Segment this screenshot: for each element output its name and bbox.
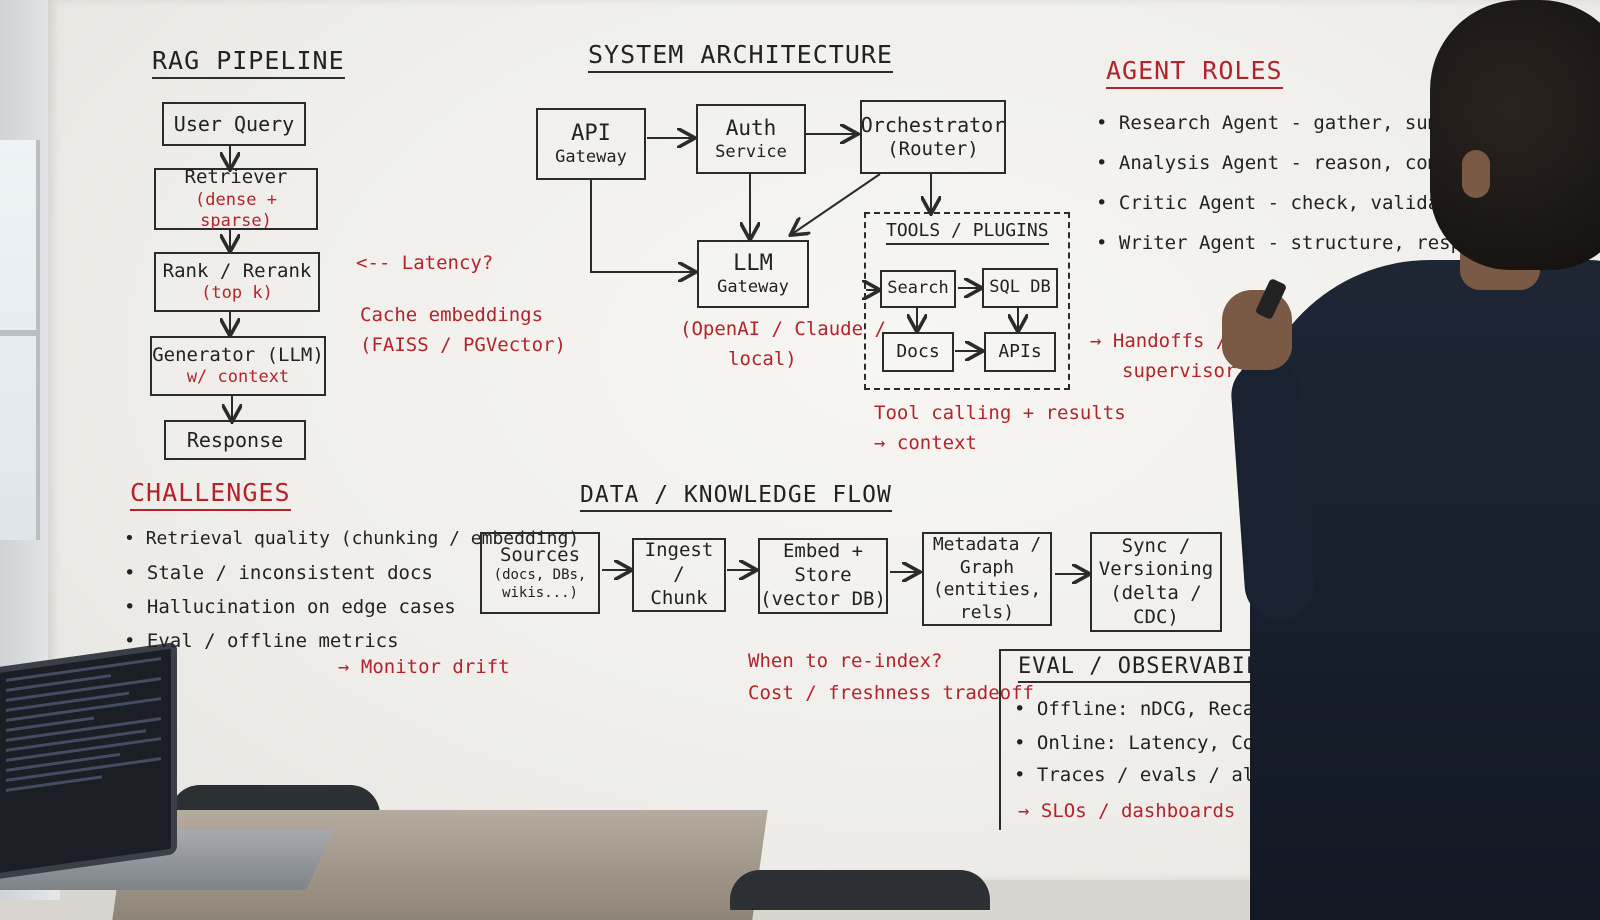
box-label: Versioning <box>1098 558 1214 581</box>
box-label: Chunk <box>650 586 708 609</box>
eval-item-text: Traces / evals / alerts <box>1036 764 1300 786</box>
rag-step-generator: Generator (LLM) w/ context <box>150 336 326 396</box>
tools-plugins-group <box>864 212 1070 390</box>
box-label: Graph <box>959 556 1015 578</box>
laptop-screen <box>0 641 177 881</box>
box-label: Auth <box>725 116 777 141</box>
llm-providers-note-2: local) <box>728 348 797 370</box>
person-ear <box>1462 150 1490 198</box>
box-label: API <box>571 120 611 146</box>
person-hand <box>1222 290 1292 370</box>
agent-item-research: • Research Agent - gather, summarize, <box>1096 112 1520 134</box>
flow-metadata-box: Metadata / Graph (entities, rels) <box>922 532 1052 626</box>
challenge-item: • Hallucination on edge cases <box>124 596 456 618</box>
box-label: Service <box>715 141 787 162</box>
reindex-note: When to re-index? <box>748 650 943 672</box>
rag-step-retriever: Retriever (dense + sparse) <box>154 165 318 231</box>
tool-docs-box: Docs <box>882 332 954 372</box>
auth-service-box: Auth Service <box>696 104 806 174</box>
rag-step-rank: Rank / Rerank (top k) <box>154 252 320 312</box>
challenge-item-text: Eval / offline metrics <box>146 630 399 652</box>
box-label: (vector DB) <box>760 587 886 610</box>
tool-search-box: Search <box>880 270 956 308</box>
challenges-title: CHALLENGES <box>130 478 291 511</box>
box-label: Embed + Store <box>782 540 864 587</box>
box-label: Search <box>887 278 949 299</box>
slo-note: → SLOs / dashboards <box>1018 800 1236 822</box>
flow-sync-box: Sync / Versioning (delta / CDC) <box>1090 532 1222 632</box>
agent-item-text: Writer Agent - structure, respond <box>1118 232 1497 254</box>
box-label: Metadata / <box>932 534 1042 555</box>
flow-embed-box: Embed + Store (vector DB) <box>758 538 888 614</box>
box-label: (delta / CDC) <box>1110 582 1202 628</box>
flow-sources-box: Sources (docs, DBs, wikis...) <box>480 532 600 614</box>
handoff-note-2: supervisor? <box>1122 360 1248 382</box>
challenge-item-text: Hallucination on edge cases <box>146 596 456 618</box>
latency-note: <-- Latency? <box>356 252 494 274</box>
tool-calling-note: Tool calling + results <box>874 402 1126 424</box>
rag-step-label: Generator (LLM) <box>152 343 324 366</box>
box-label: Sync / <box>1121 534 1191 557</box>
cache-note-detail: (FAISS / PGVector) <box>360 334 566 356</box>
box-label: LLM <box>733 250 773 276</box>
box-label: Gateway <box>555 147 627 168</box>
box-label: (docs, DBs, wikis...) <box>493 567 587 601</box>
handoff-note: → Handoffs / <box>1090 330 1228 352</box>
challenge-item-text: Stale / inconsistent docs <box>146 562 433 584</box>
window <box>0 140 40 540</box>
cache-note: Cache embeddings <box>360 304 544 326</box>
rag-step-response: Response <box>164 420 306 460</box>
rag-step-label: User Query <box>173 111 295 136</box>
cost-freshness-note: Cost / freshness tradeoff <box>748 682 1034 704</box>
box-label: Ingest / <box>644 539 714 586</box>
rag-step-sublabel: w/ context <box>186 367 290 388</box>
agent-item-writer: • Writer Agent - structure, respond <box>1096 232 1497 254</box>
orchestrator-box: Orchestrator (Router) <box>860 100 1006 174</box>
llm-providers-note: (OpenAI / Claude / <box>680 318 886 340</box>
eval-item: • Traces / evals / alerts <box>1014 764 1300 786</box>
rag-step-user-query: User Query <box>162 102 306 146</box>
rag-step-sublabel: (top k) <box>201 283 273 304</box>
box-label: Sources <box>499 543 581 566</box>
box-label: Gateway <box>717 277 789 298</box>
rag-step-label: Response <box>186 427 284 452</box>
challenge-item-text: Retrieval quality (chunking / embedding) <box>145 528 580 549</box>
rag-step-label: Retriever <box>184 165 288 188</box>
agent-item-text: Research Agent - gather, summarize, <box>1118 112 1520 134</box>
box-label: (entities, rels) <box>932 579 1042 623</box>
box-label: Orchestrator <box>860 112 1006 137</box>
box-label: APIs <box>998 340 1042 362</box>
tool-calling-note-2: → context <box>874 432 977 454</box>
tools-title: TOOLS / PLUGINS <box>886 220 1049 245</box>
api-gateway-box: API Gateway <box>536 108 646 180</box>
rag-step-label: Rank / Rerank <box>162 259 312 282</box>
agents-title: AGENT ROLES <box>1106 56 1283 89</box>
person-head <box>1430 0 1600 270</box>
llm-gateway-box: LLM Gateway <box>697 240 809 308</box>
monitor-drift-note: → Monitor drift <box>338 656 510 678</box>
box-label: (Router) <box>887 137 979 160</box>
box-label: SQL DB <box>989 277 1051 298</box>
challenge-item: • Eval / offline metrics <box>124 630 399 652</box>
flow-title: DATA / KNOWLEDGE FLOW <box>580 482 892 512</box>
rag-step-sublabel: (dense + sparse) <box>195 189 277 231</box>
arch-title: SYSTEM ARCHITECTURE <box>588 40 893 73</box>
challenge-item: • Stale / inconsistent docs <box>124 562 433 584</box>
tool-sql-box: SQL DB <box>982 268 1058 308</box>
flow-ingest-box: Ingest / Chunk <box>632 538 726 612</box>
tool-apis-box: APIs <box>984 332 1056 372</box>
chair-back <box>730 870 990 910</box>
box-label: Docs <box>896 340 940 362</box>
challenge-item: • Retrieval quality (chunking / embeddin… <box>124 528 580 549</box>
rag-title: RAG PIPELINE <box>152 46 345 79</box>
